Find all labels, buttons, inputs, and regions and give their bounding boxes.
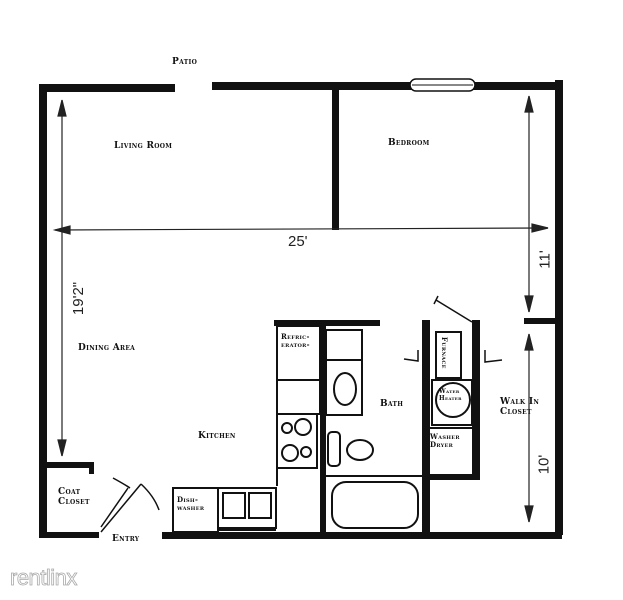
watermark: rentlinx: [10, 565, 78, 591]
bedroom-depth-dimension: 11': [536, 250, 554, 269]
washer-dryer-label: Washer Dryer: [430, 432, 460, 449]
refrigerator-label: Refric- erator-: [281, 332, 310, 349]
water-heater-label: Water Heater: [439, 388, 462, 402]
patio-label: Patio: [172, 57, 198, 67]
coat-closet-label: Coat Closet: [58, 487, 90, 507]
bath-fixtures: [325, 329, 422, 529]
living-room-label: Living Room: [114, 141, 173, 151]
kitchen-label: Kitchen: [198, 431, 236, 441]
walk-in-closet-label: Walk In Closet: [500, 397, 540, 417]
width-dimension: 25': [288, 233, 308, 250]
utility-fixtures: [430, 331, 473, 429]
furnace-label: Furnace: [439, 336, 449, 369]
dimension-lines: [52, 95, 549, 523]
dining-area-label: Dining Area: [78, 343, 136, 353]
bath-label: Bath: [380, 399, 404, 409]
walls: [39, 80, 563, 539]
bedroom-label: Bedroom: [388, 138, 430, 148]
kitchen-fixtures: [172, 325, 321, 533]
entry-label: Entry: [112, 534, 140, 544]
left-height-dimension: 19'2": [70, 281, 88, 316]
dishwasher-label: Dish- washer: [177, 495, 205, 512]
closet-depth-dimension: 10': [535, 454, 553, 475]
doors: [100, 295, 503, 533]
